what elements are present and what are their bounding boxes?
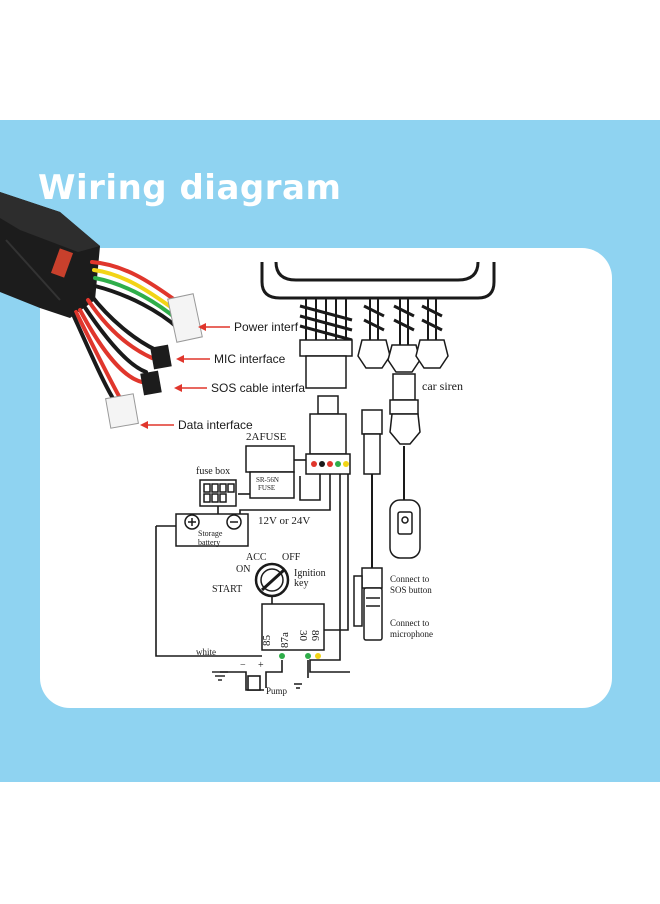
gps-tracker-device	[0, 192, 100, 318]
relay-85-label: 85	[261, 635, 273, 647]
mic-connect-line1: Connect to	[390, 618, 430, 628]
battery-label-line1: Storage	[198, 529, 223, 538]
left-bundle	[299, 298, 353, 342]
pump-minus: −	[240, 660, 246, 671]
pump	[220, 660, 309, 691]
sos-connect-line2: SOS button	[390, 585, 432, 595]
relay-86-label: 86	[309, 630, 321, 642]
fuse-part-line2: FUSE	[258, 484, 275, 492]
ignition-switch	[254, 562, 290, 604]
inline-fuse	[245, 445, 295, 499]
fuse-box-label: fuse box	[196, 466, 230, 477]
pump-plus: +	[258, 660, 264, 671]
ignition-label-line2: key	[294, 578, 308, 589]
relay-30-label: 30	[297, 630, 309, 642]
power-connector	[167, 293, 203, 343]
mic-interface-label: MIC interface	[214, 352, 286, 366]
harness-connector	[305, 395, 351, 475]
right-bundle	[363, 298, 443, 345]
car-siren-label: car siren	[422, 379, 463, 393]
relay-pins	[279, 653, 321, 659]
off-label: OFF	[282, 552, 301, 563]
main-connector	[299, 339, 353, 389]
device-logo-icon	[50, 248, 74, 278]
start-label: START	[212, 584, 242, 595]
data-connector	[105, 393, 139, 429]
body-wire-bundles	[299, 298, 443, 345]
voltage-label: 12V or 24V	[258, 515, 310, 527]
relay-87a-label: 87a	[279, 632, 291, 648]
storage-battery	[175, 513, 249, 547]
fuse-part-line1: SR-56N	[256, 476, 279, 484]
sos-interface-label: SOS cable interfa	[211, 381, 305, 395]
sos-button-assembly	[361, 409, 421, 559]
fuse-box	[199, 479, 237, 507]
fuse-label: 2AFUSE	[246, 431, 287, 443]
white-wire-label: white	[196, 647, 216, 657]
power-interface-label: Power interf	[234, 320, 299, 334]
ground-icon	[212, 671, 302, 689]
relay	[261, 603, 325, 651]
ignition-label-line1: Ignition	[294, 568, 326, 579]
battery-label-line2: battery	[198, 538, 220, 547]
interface-arrows	[140, 323, 230, 429]
data-interface-label: Data interface	[178, 418, 253, 432]
device-wires	[70, 260, 180, 402]
pump-label: Pump	[266, 686, 288, 696]
page-title: Wiring diagram	[38, 168, 342, 208]
tracker-body-outline	[260, 261, 496, 300]
sos-connector	[140, 370, 162, 396]
siren-connectors	[357, 339, 449, 415]
microphone	[353, 567, 383, 641]
mic-connect-line2: microphone	[390, 629, 433, 639]
on-label: ON	[236, 564, 250, 575]
mic-connector	[150, 344, 172, 370]
harness-pins	[311, 461, 349, 467]
acc-label: ACC	[246, 552, 267, 563]
sos-connect-line1: Connect to	[390, 574, 430, 584]
